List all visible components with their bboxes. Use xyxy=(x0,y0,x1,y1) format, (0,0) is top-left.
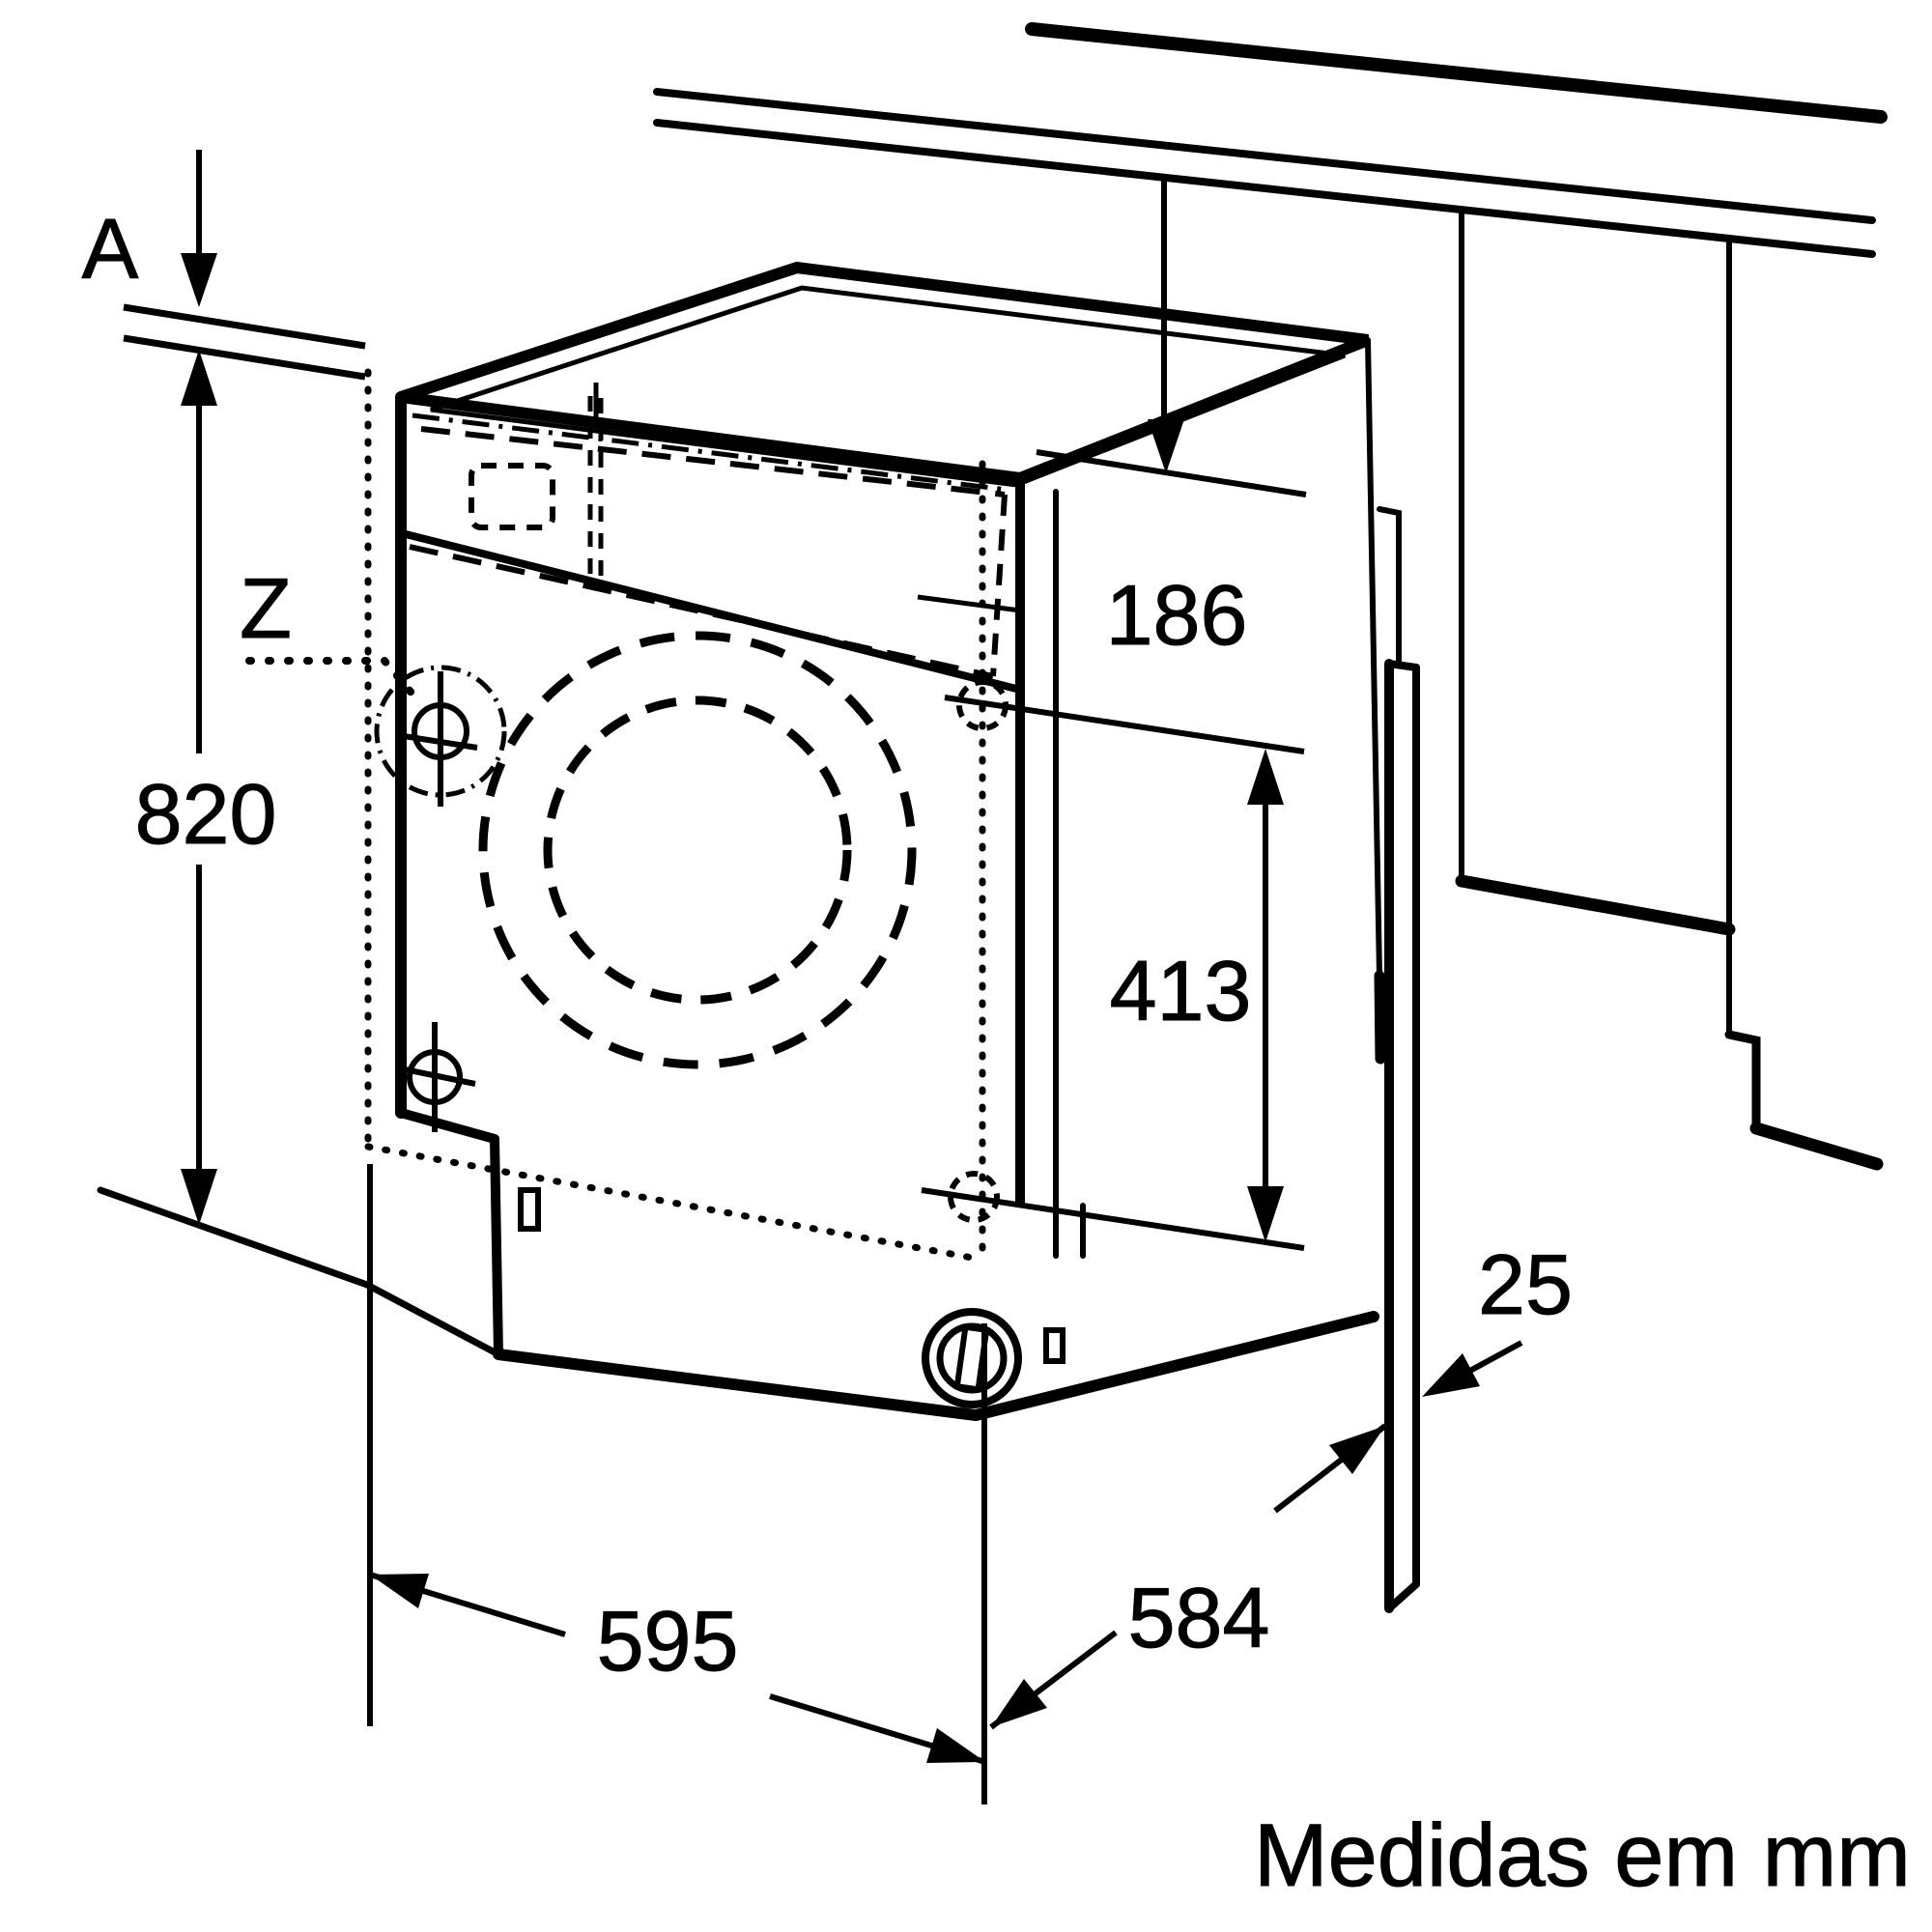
dim-label-z: Z xyxy=(240,560,292,656)
dimension-a xyxy=(123,150,366,406)
dim-label-595: 595 xyxy=(597,1593,739,1689)
z-detail-leader xyxy=(245,657,419,701)
adjacent-cabinet xyxy=(1455,207,1884,1171)
display-window xyxy=(469,463,555,530)
furniture-front-outline xyxy=(364,368,986,1264)
dim-label-a: A xyxy=(82,201,139,297)
plinth-base xyxy=(493,1187,1379,1421)
dimension-595 xyxy=(367,1164,987,1804)
dimension-584 xyxy=(989,1423,1387,1730)
screw-top-left xyxy=(374,665,507,807)
screw-bottom-left xyxy=(399,1022,476,1132)
machine-outline xyxy=(395,261,1371,1359)
dimension-186 xyxy=(1036,179,1307,497)
dim-label-413: 413 xyxy=(1110,943,1252,1038)
door-circle-hidden xyxy=(478,631,917,1069)
dim-label-820: 820 xyxy=(135,766,277,862)
dim-label-584: 584 xyxy=(1128,1570,1270,1665)
floor-line xyxy=(97,1186,502,1358)
pump-cover xyxy=(922,1308,1022,1408)
dim-label-186: 186 xyxy=(1106,567,1248,663)
dim-label-25: 25 xyxy=(1478,1236,1573,1332)
furniture-door-panel xyxy=(1365,337,1420,1613)
control-panel xyxy=(405,383,1021,694)
dimension-25 xyxy=(1422,1340,1523,1397)
dimension-413 xyxy=(921,695,1305,1251)
units-note: Medidas em mm xyxy=(1254,1806,1911,1905)
dimension-820 xyxy=(181,406,217,1225)
z-detail-circle xyxy=(374,665,507,798)
countertop-lines xyxy=(653,22,1888,258)
